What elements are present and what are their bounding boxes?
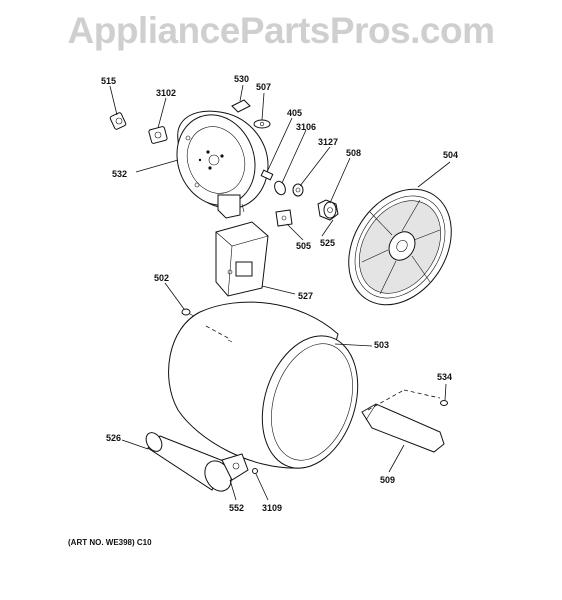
support-bracket-527 <box>215 221 269 297</box>
label-507: 507 <box>256 82 271 92</box>
label-527: 527 <box>298 291 313 301</box>
label-526: 526 <box>106 433 121 443</box>
label-515: 515 <box>101 76 116 86</box>
leader-lines <box>109 84 451 501</box>
label-3109: 3109 <box>262 503 282 513</box>
baffle-509 <box>361 389 445 453</box>
label-503: 503 <box>374 340 389 350</box>
label-3106: 3106 <box>296 122 316 132</box>
part-515-bracket <box>109 112 127 130</box>
label-405: 405 <box>287 108 302 118</box>
callout-labels: 515 3102 530 507 405 3106 3127 508 504 5… <box>101 74 458 513</box>
screw-534 <box>440 400 448 406</box>
label-504: 504 <box>443 150 458 160</box>
label-552: 552 <box>229 503 244 513</box>
part-507 <box>253 119 271 129</box>
label-509: 509 <box>380 475 395 485</box>
label-534: 534 <box>437 372 452 382</box>
label-505: 505 <box>296 241 311 251</box>
axle-assembly <box>260 169 339 221</box>
part-530 <box>231 99 251 113</box>
rear-bulkhead <box>176 110 269 219</box>
label-508: 508 <box>346 148 361 158</box>
label-3102: 3102 <box>156 88 176 98</box>
drum-wheel-504 <box>348 188 452 306</box>
label-532: 532 <box>112 169 127 179</box>
art-number: (ART NO. WE398) C10 <box>68 538 152 547</box>
part-3102-thermostat <box>148 126 168 144</box>
label-525: 525 <box>320 238 335 248</box>
label-502: 502 <box>154 273 169 283</box>
watermark: AppliancePartsPros.com <box>67 10 495 51</box>
heater-526 <box>145 432 258 492</box>
drum-503 <box>168 301 359 469</box>
label-530: 530 <box>234 74 249 84</box>
label-3127: 3127 <box>318 137 338 147</box>
part-505-bracket <box>275 209 293 227</box>
